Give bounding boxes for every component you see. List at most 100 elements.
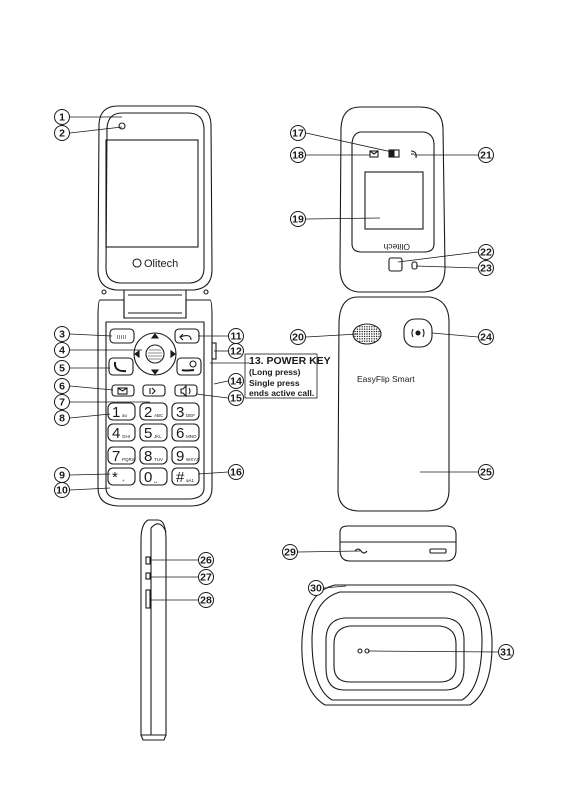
- speaker-hole: [364, 336, 365, 337]
- nav-up-arrow: [152, 334, 158, 338]
- callout-number: 16: [230, 467, 242, 479]
- leader-line: [70, 127, 122, 133]
- callout-number: 7: [59, 397, 65, 409]
- speaker-hole: [357, 338, 358, 339]
- charging-port: [430, 549, 446, 553]
- leader-line: [198, 472, 228, 474]
- main-screen: [106, 140, 198, 247]
- speaker-hole: [366, 341, 367, 342]
- call-icon: [115, 362, 126, 371]
- leader-line: [306, 133, 392, 152]
- keypad-labels: 1ao2ABC3DEF4GHI5JKL6MNO7PQRS8TUV9WXYZ*+0…: [112, 404, 199, 486]
- leader-line: [324, 586, 346, 588]
- power-key-line-1: (Long press): [249, 367, 301, 377]
- side-volume-key[interactable]: [146, 590, 150, 608]
- speaker-hole: [371, 333, 372, 334]
- speaker-hole: [359, 333, 360, 334]
- speaker-hole: [366, 326, 367, 327]
- callout-number: 3: [59, 329, 65, 341]
- speaker-hole: [362, 333, 363, 334]
- bottom-view: [340, 526, 456, 561]
- side-view: [141, 520, 166, 740]
- speaker-hole: [364, 341, 365, 342]
- speaker-hole: [357, 336, 358, 337]
- keypad-key-letters: ao: [122, 413, 128, 418]
- speaker-hole: [359, 336, 360, 337]
- keypad-key-digit: 9: [176, 448, 184, 465]
- callout-number: 30: [310, 583, 322, 595]
- keypad-key-digit: #: [176, 469, 185, 486]
- hinge-dot-left: [102, 290, 106, 294]
- keypad-key-letters: ABC: [154, 413, 164, 418]
- speaker-hole: [359, 326, 360, 327]
- cradle-pin-left: [358, 649, 362, 653]
- callout-number: 27: [200, 572, 212, 584]
- nav-center-key[interactable]: [146, 345, 164, 363]
- call-key[interactable]: [109, 358, 133, 375]
- end-power-key[interactable]: [177, 358, 201, 375]
- leader-line: [306, 218, 380, 219]
- side-port-1: [146, 557, 150, 564]
- hearing-icon: [150, 388, 155, 394]
- nav-left-arrow: [135, 351, 139, 357]
- flash-led: [412, 262, 417, 269]
- camera-lens: [389, 258, 402, 271]
- keypad-key-letters: ␣: [154, 478, 157, 484]
- speaker-hole: [362, 341, 363, 342]
- keypad-key-digit: 8: [144, 448, 152, 465]
- speaker-hole: [354, 336, 355, 337]
- callout-number: 17: [292, 128, 304, 140]
- callout-number: 24: [480, 332, 492, 344]
- callout-number: 10: [56, 485, 68, 497]
- speaker-hole: [371, 338, 372, 339]
- speaker-hole: [366, 329, 367, 330]
- nav-down-arrow: [152, 370, 158, 374]
- nav-pad[interactable]: [134, 333, 176, 375]
- callout-number: 9: [59, 470, 65, 482]
- keypad-key-digit: 5: [144, 425, 152, 442]
- callout-number: 5: [59, 363, 65, 375]
- callout-number: 14: [230, 376, 242, 388]
- speaker-hole: [362, 329, 363, 330]
- speaker-hole: [374, 333, 375, 334]
- leader-line: [70, 474, 110, 475]
- speaker-hole: [376, 338, 377, 339]
- cradle-slot: [326, 618, 464, 690]
- nav-right-arrow: [171, 351, 175, 357]
- callout-number: 21: [480, 150, 492, 162]
- hinge-dot-right: [204, 290, 208, 294]
- speaker-hole: [371, 331, 372, 332]
- volume-icon: [181, 386, 190, 396]
- speaker-hole: [378, 333, 379, 334]
- speaker-hole: [376, 336, 377, 337]
- speaker-hole: [369, 326, 370, 327]
- side-body: [141, 520, 166, 735]
- speaker-hole: [374, 329, 375, 330]
- speaker-hole: [359, 331, 360, 332]
- power-key-annotation: 13. POWER KEY (Long press) Single press …: [210, 354, 331, 398]
- leader-line: [306, 334, 358, 337]
- speaker-hole: [362, 338, 363, 339]
- keypad-key-digit: 2: [144, 404, 152, 421]
- keypad-key-letters: DEF: [186, 413, 195, 418]
- bottom-body: [340, 526, 456, 561]
- speaker-hole: [369, 329, 370, 330]
- keypad-key-digit: *: [112, 469, 118, 486]
- model-label: EasyFlip Smart: [357, 374, 415, 384]
- open-phone-front: [98, 106, 216, 506]
- callout-number: 11: [230, 331, 241, 343]
- speaker-hole: [369, 336, 370, 337]
- keypad-key-letters: GHI: [122, 434, 130, 439]
- keypad-key-letters: JKL: [154, 434, 162, 439]
- keypad-key-letters: aA1: [186, 478, 195, 483]
- side-port-2: [146, 573, 150, 579]
- outer-display: [365, 172, 423, 229]
- speaker-hole: [364, 329, 365, 330]
- keypad-key-digit: 6: [176, 425, 184, 442]
- leader-line: [432, 333, 478, 337]
- callout-number: 20: [292, 332, 304, 344]
- speaker-hole: [371, 336, 372, 337]
- callout-number: 22: [480, 247, 492, 259]
- speaker-hole: [366, 338, 367, 339]
- speaker-hole: [374, 341, 375, 342]
